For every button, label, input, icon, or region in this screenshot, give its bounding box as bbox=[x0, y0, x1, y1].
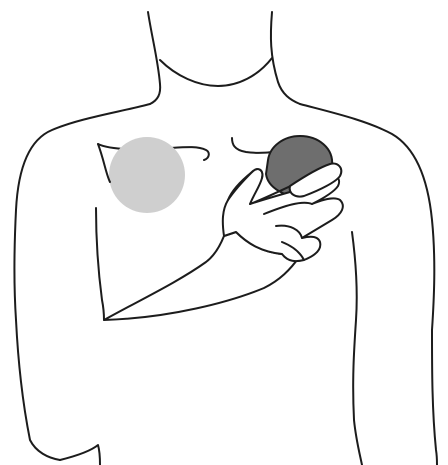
neck-left-outline bbox=[148, 12, 160, 104]
marked-area-light bbox=[109, 137, 185, 213]
left-torso-outline bbox=[60, 445, 100, 465]
chin-line bbox=[160, 58, 272, 86]
left-arm-outline bbox=[16, 320, 60, 460]
left-clavicle-over-circle bbox=[98, 144, 110, 182]
right-arm-inner-line bbox=[352, 232, 362, 465]
neck-right-outline bbox=[271, 12, 300, 104]
right-arm-outline bbox=[432, 330, 437, 465]
left-arm-inner-line bbox=[96, 208, 104, 320]
left-shoulder-outline bbox=[15, 104, 151, 320]
